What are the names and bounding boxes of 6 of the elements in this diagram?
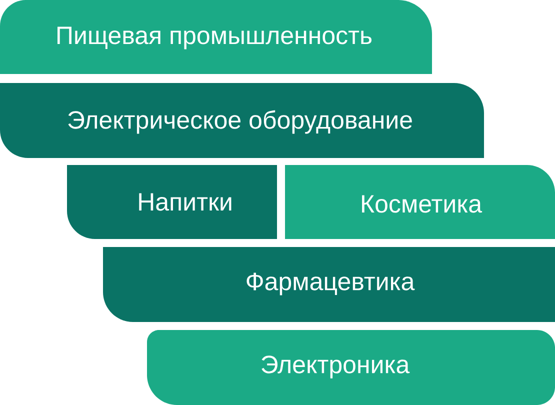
- category-band: Фармацевтика: [103, 247, 555, 322]
- category-band: Напитки: [67, 165, 277, 239]
- category-band: Электрическое оборудование: [0, 83, 484, 158]
- category-band: Косметика: [285, 165, 555, 239]
- category-band: Электроника: [147, 330, 555, 405]
- category-band: Пищевая промышленность: [0, 0, 432, 74]
